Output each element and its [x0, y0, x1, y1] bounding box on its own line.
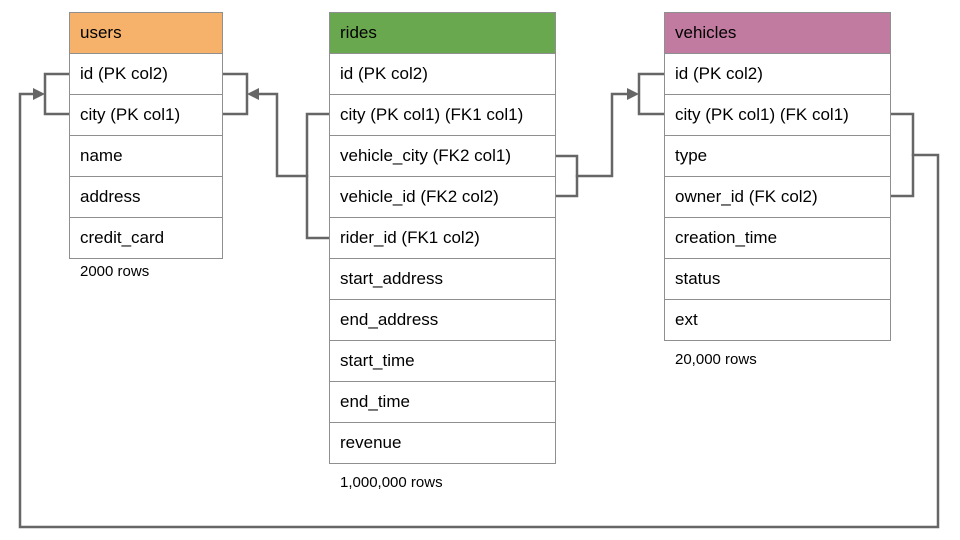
column-row: owner_id (FK col2)	[665, 177, 890, 218]
column-row: id (PK col2)	[70, 54, 222, 95]
column-row: vehicle_city (FK2 col1)	[330, 136, 555, 177]
column-row: id (PK col2)	[665, 54, 890, 95]
column-row: name	[70, 136, 222, 177]
column-row: type	[665, 136, 890, 177]
column-row: vehicle_id (FK2 col2)	[330, 177, 555, 218]
table-rides-header: rides	[330, 13, 555, 54]
fk2-arrowhead-icon	[627, 88, 639, 100]
fk2-link-line	[575, 92, 629, 178]
connector-rides-fk2-vehicles	[551, 72, 667, 198]
column-row: rider_id (FK1 col2)	[330, 218, 555, 259]
rides-left-bracket	[305, 112, 332, 240]
column-row: end_time	[330, 382, 555, 423]
users-left-bracket	[43, 72, 72, 116]
connector-vehicles-fk-users	[18, 72, 940, 529]
column-row: address	[70, 177, 222, 218]
vehicles-right-bracket	[886, 112, 915, 198]
connector-rides-fk1-users	[218, 72, 332, 240]
rides-row-count: 1,000,000 rows	[340, 474, 443, 491]
column-row: credit_card	[70, 218, 222, 258]
column-row: city (PK col1) (FK col1)	[665, 95, 890, 136]
column-row: city (PK col1) (FK1 col1)	[330, 95, 555, 136]
column-row: start_address	[330, 259, 555, 300]
table-users-header: users	[70, 13, 222, 54]
vehicles-left-bracket	[637, 72, 667, 116]
rides-right-bracket	[551, 154, 579, 198]
column-row: id (PK col2)	[330, 54, 555, 95]
table-rides: rides id (PK col2) city (PK col1) (FK1 c…	[329, 12, 556, 464]
column-row: revenue	[330, 423, 555, 463]
column-row: ext	[665, 300, 890, 340]
table-users: users id (PK col2) city (PK col1) name a…	[69, 12, 223, 259]
fk1-arrowhead-icon	[247, 88, 259, 100]
users-row-count: 2000 rows	[80, 263, 150, 280]
column-row: creation_time	[665, 218, 890, 259]
fk-arrowhead-icon	[33, 88, 45, 100]
column-row: start_time	[330, 341, 555, 382]
column-row: status	[665, 259, 890, 300]
users-right-bracket	[218, 72, 249, 116]
table-vehicles-header: vehicles	[665, 13, 890, 54]
fk-link-line	[18, 92, 940, 529]
table-vehicles: vehicles id (PK col2) city (PK col1) (FK…	[664, 12, 891, 341]
fk1-link-line	[257, 92, 309, 178]
column-row: end_address	[330, 300, 555, 341]
vehicles-row-count: 20,000 rows	[675, 351, 757, 368]
column-row: city (PK col1)	[70, 95, 222, 136]
